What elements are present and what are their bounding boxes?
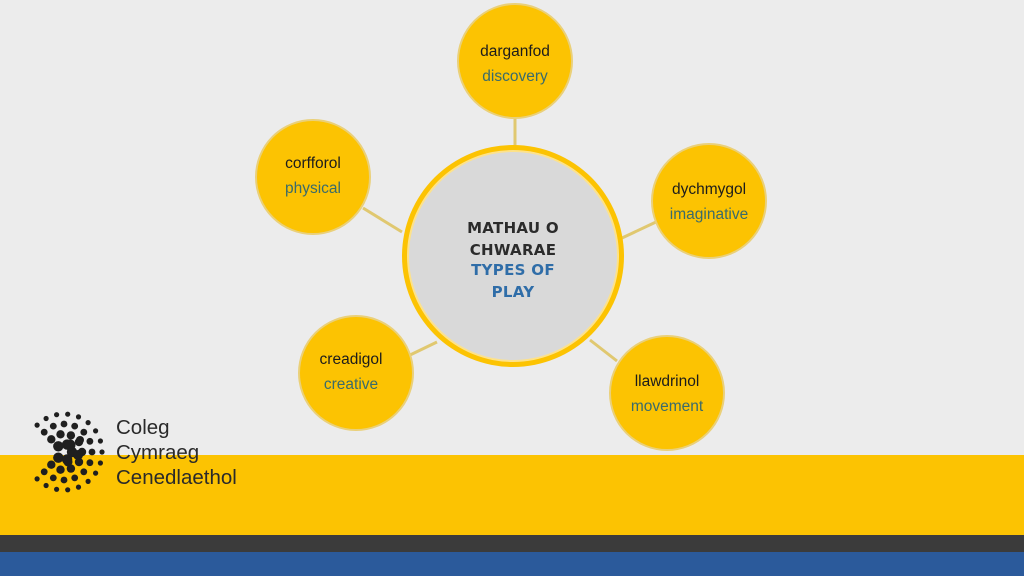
logo-dot [47,435,56,444]
logo-line-cymraeg: Cymraeg [116,441,200,464]
logo-dot [85,478,91,484]
node-dychmygol: dychmygol imaginative [651,143,767,259]
logo-dot [93,470,99,476]
connector-creadigol [407,340,438,358]
logo-dot [49,422,57,430]
node-corfforol: corfforol physical [255,119,371,235]
logo-line-cenedlaethol: Cenedlaethol [116,466,237,489]
node-welsh-label: corfforol [285,155,341,172]
center-english-line2: PLAY [492,283,536,301]
center-node: MATHAU O CHWARAE TYPES OF PLAY [402,145,624,367]
logo-dot [71,422,79,430]
logo-dot [40,428,48,436]
logo-dot [53,441,64,452]
logo-dot [85,420,91,426]
logo-dot [63,457,73,467]
node-circle [609,335,725,451]
connector-llawdrinol [589,338,618,363]
logo-dot [65,487,71,493]
connector-corfforol [362,206,403,234]
node-welsh-label: llawdrinol [635,373,700,390]
logo-dot [66,464,76,473]
node-circle [651,143,767,259]
logo-dot [56,430,65,439]
logo-dot [75,484,82,490]
logo-dot [64,439,76,451]
logo-dot [43,482,49,489]
node-english-label: discovery [482,68,548,85]
connectors [362,117,657,363]
footer-dark-band [0,535,1024,552]
logo-dot [49,474,57,482]
node-english-label: movement [631,398,704,415]
logo-dot [86,459,94,467]
node-creadigol: creadigol creative [298,315,414,431]
footer-yellow-band [0,455,1024,535]
logo-dot [66,431,76,440]
logo-dot [43,415,49,422]
connector-dychmygol [621,220,657,240]
logo-dot [47,460,56,469]
logo-dot [86,437,94,445]
center-welsh-line1: MATHAU O [467,219,559,237]
logo-dot [75,414,82,420]
logo-dot [74,457,84,467]
node-welsh-label: darganfod [480,43,550,60]
node-english-label: creative [324,376,378,393]
logo-dot [76,436,84,444]
node-welsh-label: dychmygol [672,181,746,198]
logo-dot [99,449,105,455]
logo-dot [60,420,68,428]
logo-dot [97,460,103,466]
node-english-label: imaginative [670,206,748,223]
logo-dot [93,428,99,434]
logo-dot [80,468,88,476]
logo-dot [53,452,64,463]
logo-mark-icon [34,411,105,493]
logo-dot [97,438,103,444]
logo-dot [40,468,48,476]
center-english-line1: TYPES OF [471,261,555,279]
logo-dot [34,422,40,428]
node-english-label: physical [285,180,341,197]
node-circle [457,3,573,119]
node-circle [255,119,371,235]
center-welsh-line2: CHWARAE [470,241,557,259]
footer-blue-band [0,552,1024,576]
node-llawdrinol: llawdrinol movement [609,335,725,451]
logo-dot [65,411,71,417]
logo-dot [56,465,65,474]
node-darganfod: darganfod discovery [457,3,573,119]
logo-dot [71,474,79,482]
logo-dot [34,476,40,482]
logo-dot [60,476,68,484]
logo-dot [73,450,83,460]
node-welsh-label: creadigol [320,351,383,368]
node-circle [298,315,414,431]
logo-dot [80,428,88,436]
logo-dot [54,412,60,418]
logo-dot [88,448,96,456]
logo-dot [54,486,60,492]
logo-line-coleg: Coleg [116,416,170,439]
center-circle [409,152,617,360]
